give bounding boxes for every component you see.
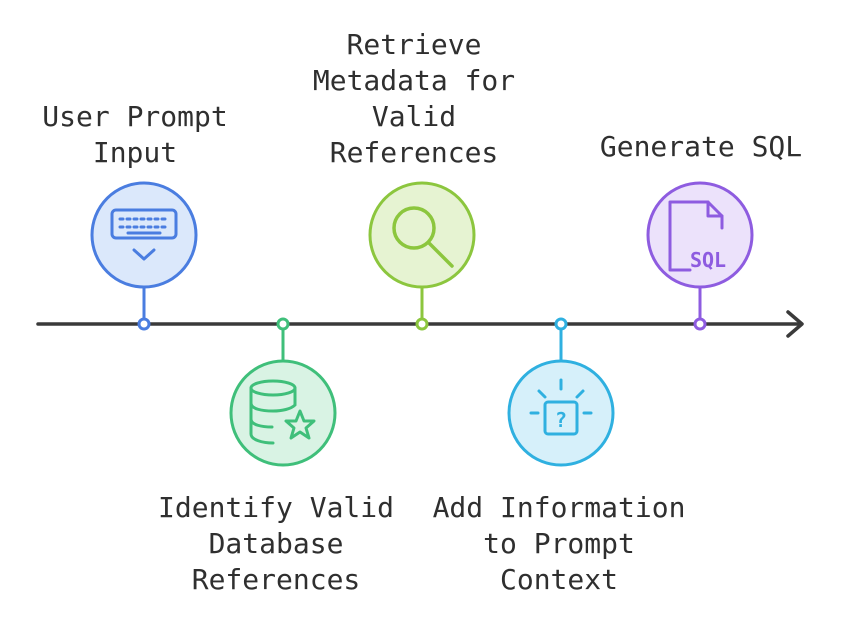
question-box-icon: ?	[529, 378, 593, 436]
database-star-icon	[249, 379, 316, 445]
label-line: to Prompt	[483, 527, 635, 560]
timeline-node	[415, 317, 429, 331]
label-line: Database	[208, 527, 344, 560]
label-identify-valid-database-references: Identify Valid Database References	[158, 490, 394, 598]
step-identify-valid-database-references	[229, 317, 337, 467]
label-add-information-to-prompt-context: Add Information to Prompt Context	[433, 490, 686, 598]
timeline-node	[137, 317, 151, 331]
timeline-node	[276, 317, 290, 331]
step-circle	[229, 359, 337, 467]
label-line: References	[191, 563, 361, 596]
label-line: Add Information	[432, 491, 686, 524]
timeline-node	[554, 317, 568, 331]
sql-text: SQL	[690, 248, 726, 272]
label-line: Generate SQL	[599, 130, 803, 163]
keyboard-icon	[110, 208, 178, 261]
label-line: References	[329, 136, 499, 169]
label-user-prompt-input: User Prompt Input	[42, 99, 227, 171]
label-line: Retrieve	[346, 28, 482, 61]
label-line: Identify Valid	[157, 491, 395, 524]
timeline-arrowhead	[786, 310, 804, 338]
label-line: User Prompt	[42, 100, 228, 133]
label-line: Input	[92, 136, 178, 169]
sql-file-icon: SQL	[668, 200, 726, 272]
label-line: Valid	[371, 100, 457, 133]
step-circle	[90, 181, 198, 289]
label-retrieve-metadata: Retrieve Metadata for Valid References	[313, 27, 515, 171]
step-circle	[368, 181, 476, 289]
step-generate-sql: SQL	[646, 181, 754, 331]
label-generate-sql: Generate SQL	[600, 129, 802, 165]
step-circle	[507, 359, 615, 467]
step-circle	[646, 181, 754, 289]
label-line: Context	[499, 563, 618, 596]
timeline-node	[693, 317, 707, 331]
step-user-prompt-input	[90, 181, 198, 331]
step-add-information-to-prompt-context: ?	[507, 317, 615, 467]
label-line: Metadata for	[312, 64, 516, 97]
step-retrieve-metadata	[368, 181, 476, 331]
question-mark: ?	[555, 408, 567, 432]
magnifier-icon	[392, 206, 454, 268]
